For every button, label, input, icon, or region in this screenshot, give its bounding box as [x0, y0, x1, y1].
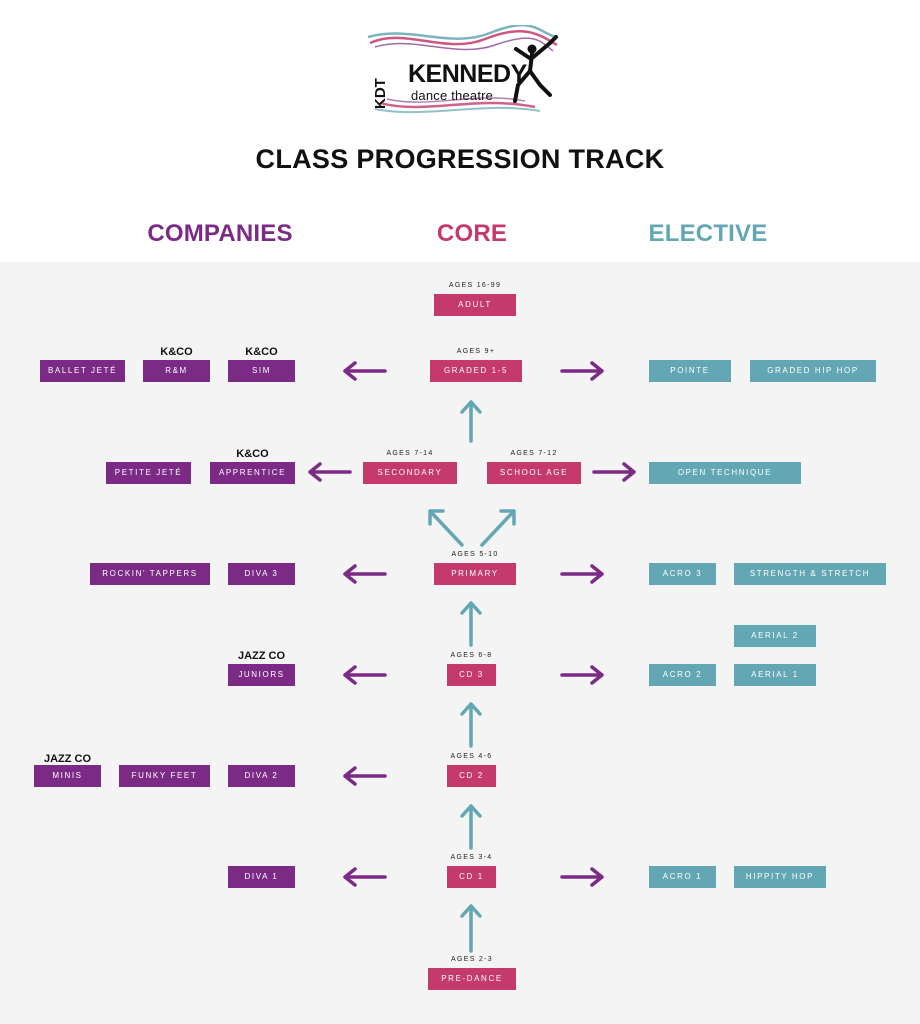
acro2-box: ACRO 2 [649, 664, 716, 686]
companies-column-heading: COMPANIES [147, 220, 293, 247]
logo-name: KENNEDY [408, 60, 527, 88]
adult-class-box: ADULT [434, 294, 516, 316]
sim-group-label: K&CO [245, 346, 278, 358]
cd1-class-box: CD 1 [447, 866, 496, 888]
primary-class-box: PRIMARY [434, 563, 516, 585]
secondary-class-box: SECONDARY [363, 462, 457, 484]
acro3-box: ACRO 3 [649, 563, 716, 585]
graded-age-label: AGES 9+ [456, 348, 496, 355]
petite-jete-box: PETITE JETÉ [106, 462, 191, 484]
juniors-group-label: JAZZ CO [237, 650, 286, 662]
school-age-age-label: AGES 7-12 [510, 450, 558, 457]
pointe-box: POINTE [649, 360, 731, 382]
adult-age-label: AGES 16-99 [448, 282, 502, 289]
sim-box: SIM [228, 360, 295, 382]
aerial2-box: AERIAL 2 [734, 625, 816, 647]
secondary-age-label: AGES 7-14 [386, 450, 434, 457]
cd3-age-label: AGES 6-8 [450, 652, 493, 659]
acro1-box: ACRO 1 [649, 866, 716, 888]
page-title: CLASS PROGRESSION TRACK [255, 144, 665, 174]
juniors-box: JUNIORS [228, 664, 295, 686]
diva1-box: DIVA 1 [228, 866, 295, 888]
open-technique-box: OPEN TECHNIQUE [649, 462, 801, 484]
dancer-silhouette-icon [513, 35, 558, 103]
strength-stretch-box: STRENGTH & STRETCH [734, 563, 886, 585]
rm-box: R&M [143, 360, 210, 382]
rockin-tappers-box: ROCKIN' TAPPERS [90, 563, 210, 585]
graded-hip-hop-box: GRADED HIP HOP [750, 360, 876, 382]
cd2-class-box: CD 2 [447, 765, 496, 787]
aerial1-box: AERIAL 1 [734, 664, 816, 686]
pre-dance-age-label: AGES 2-3 [451, 956, 493, 963]
funky-feet-box: FUNKY FEET [119, 765, 210, 787]
graded-class-box: GRADED 1-5 [430, 360, 522, 382]
rm-group-label: K&CO [160, 346, 193, 358]
apprentice-box: APPRENTICE [210, 462, 295, 484]
cd1-age-label: AGES 3-4 [450, 854, 493, 861]
hippity-hop-box: HIPPITY HOP [734, 866, 826, 888]
minis-group-label: JAZZ CO [43, 753, 92, 765]
primary-age-label: AGES 5-10 [451, 551, 499, 558]
cd2-age-label: AGES 4-6 [450, 753, 493, 760]
apprentice-group-label: K&CO [236, 448, 269, 460]
diva2-box: DIVA 2 [228, 765, 295, 787]
logo: KDT KENNEDY dance theatre [365, 25, 560, 115]
school-age-class-box: SCHOOL AGE [487, 462, 581, 484]
logo-ribbon-icon [367, 25, 558, 114]
logo-initials: KDT [372, 78, 389, 109]
cd3-class-box: CD 3 [447, 664, 496, 686]
pre-dance-class-box: PRE-DANCE [428, 968, 516, 990]
elective-column-heading: ELECTIVE [648, 220, 768, 247]
diva3-box: DIVA 3 [228, 563, 295, 585]
ballet-jete-box: BALLET JETÉ [40, 360, 125, 382]
minis-box: MINIS [34, 765, 101, 787]
logo-subtitle: dance theatre [411, 88, 494, 103]
core-column-heading: CORE [436, 220, 508, 247]
